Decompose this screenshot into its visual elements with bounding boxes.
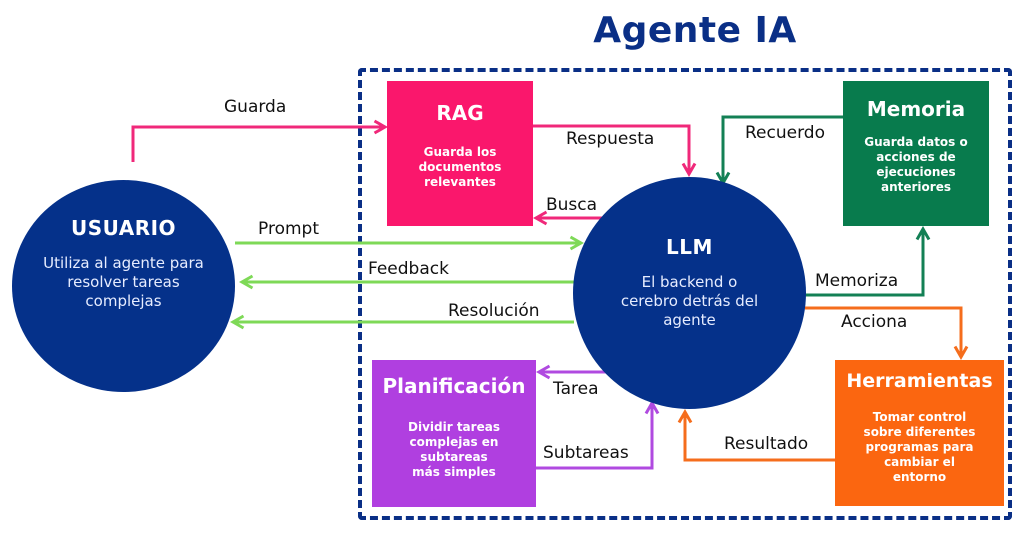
edge-label-resolucion: Resolución bbox=[448, 301, 540, 321]
edge-label-busca: Busca bbox=[546, 195, 598, 215]
edge-guarda bbox=[131, 119, 389, 162]
node-rag: RAG Guarda los documentos relevantes bbox=[387, 81, 533, 226]
edge-label-subtareas: Subtareas bbox=[543, 443, 629, 463]
edge-label-respuesta: Respuesta bbox=[566, 129, 655, 149]
node-memoria: Memoria Guarda datos o acciones de ejecu… bbox=[843, 81, 989, 226]
node-planificacion: Planificación Dividir tareas complejas e… bbox=[372, 360, 536, 507]
node-herramientas-title: Herramientas bbox=[846, 370, 993, 392]
edge-label-recuerdo: Recuerdo bbox=[745, 123, 825, 143]
node-llm-title: LLM bbox=[666, 235, 713, 259]
node-herramientas: Herramientas Tomar control sobre diferen… bbox=[835, 360, 1004, 506]
edge-label-feedback: Feedback bbox=[368, 259, 449, 279]
edge-memoriza bbox=[805, 225, 931, 297]
edge-recuerdo bbox=[715, 115, 843, 187]
edge-label-memoriza: Memoriza bbox=[815, 271, 899, 291]
node-llm: LLM El backend o cerebro detrás del agen… bbox=[573, 177, 806, 409]
edge-resultado bbox=[677, 408, 835, 462]
node-memoria-description: Guarda datos o acciones de ejecuciones a… bbox=[864, 135, 968, 194]
node-rag-title: RAG bbox=[436, 101, 484, 125]
edge-label-resultado: Resultado bbox=[724, 434, 809, 454]
node-usuario-description: Utiliza al agente para resolver tareas c… bbox=[43, 254, 204, 310]
node-planificacion-description: Dividir tareas complejas en subtareas má… bbox=[408, 420, 500, 479]
edge-acciona bbox=[805, 306, 969, 361]
diagram-title: Agente IA bbox=[593, 10, 797, 51]
edge-label-prompt: Prompt bbox=[258, 219, 319, 239]
edge-label-tarea: Tarea bbox=[553, 379, 599, 399]
node-llm-description: El backend o cerebro detrás del agente bbox=[620, 273, 759, 329]
node-usuario: USUARIO Utiliza al agente para resolver … bbox=[12, 180, 235, 392]
edge-subtareas bbox=[536, 399, 660, 470]
node-usuario-title: USUARIO bbox=[70, 216, 177, 240]
edge-label-acciona: Acciona bbox=[841, 312, 908, 332]
node-memoria-title: Memoria bbox=[866, 97, 966, 121]
edge-label-guarda: Guarda bbox=[224, 97, 287, 117]
edge-respuesta bbox=[533, 124, 697, 178]
node-herramientas-description: Tomar control sobre diferentes programas… bbox=[863, 410, 976, 484]
node-rag-description: Guarda los documentos relevantes bbox=[418, 145, 502, 189]
node-planificacion-title: Planificación bbox=[382, 374, 526, 398]
agent-boundary-frame bbox=[358, 68, 1012, 520]
